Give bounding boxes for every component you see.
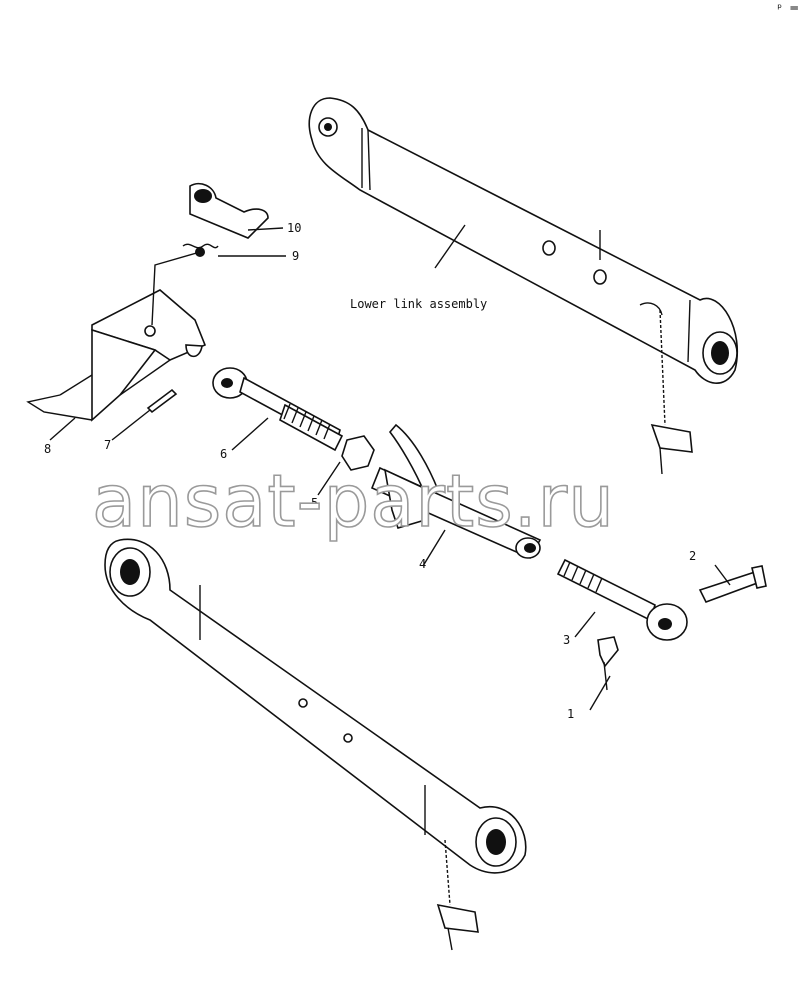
lift-rod-assembly bbox=[212, 367, 767, 691]
callout-9: 9 bbox=[292, 249, 299, 263]
leader-lines bbox=[49, 224, 731, 711]
callout-10: 10 bbox=[287, 221, 301, 235]
callout-2: 2 bbox=[689, 549, 696, 563]
callout-4: 4 bbox=[419, 557, 426, 571]
callout-5: 5 bbox=[311, 496, 318, 510]
callout-8: 8 bbox=[44, 442, 51, 456]
lower-lower-link-arm bbox=[104, 538, 527, 951]
assembly-caption: Lower link assembly bbox=[350, 297, 487, 311]
callout-6: 6 bbox=[220, 447, 227, 461]
callout-1: 1 bbox=[567, 707, 574, 721]
bracket-and-lever bbox=[26, 182, 269, 422]
callout-3: 3 bbox=[563, 633, 570, 647]
watermark: ansat-parts.ru bbox=[92, 459, 615, 543]
callout-7: 7 bbox=[104, 438, 111, 452]
upper-lower-link-arm bbox=[308, 97, 739, 475]
corner-mark: ᵖ ═ bbox=[776, 1, 798, 15]
